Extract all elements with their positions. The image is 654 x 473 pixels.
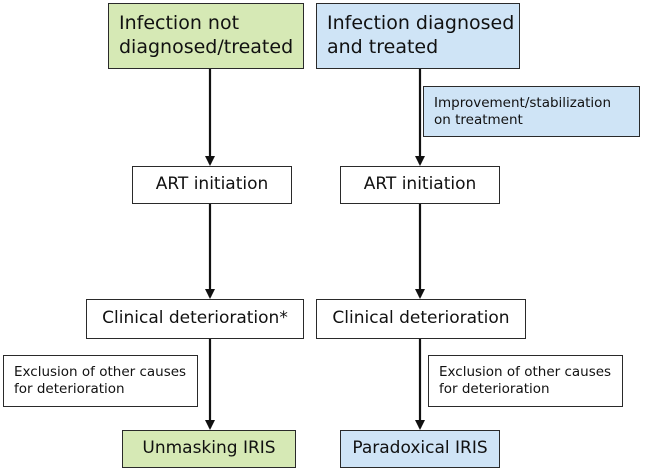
start-box-diagnosed-treated-label: Infection diagnosed and treated xyxy=(327,12,515,58)
exclusion-box-right: Exclusion of other causes for deteriorat… xyxy=(428,355,623,407)
paradoxical-iris-label: Paradoxical IRIS xyxy=(352,438,488,459)
clinical-deterioration-label-left: Clinical deterioration* xyxy=(102,308,288,329)
clinical-deterioration-box-right: Clinical deterioration xyxy=(316,299,526,339)
clinical-deterioration-box-left: Clinical deterioration* xyxy=(86,299,304,339)
unmasking-iris-label: Unmasking IRIS xyxy=(142,438,276,459)
exclusion-label-right: Exclusion of other causes for deteriorat… xyxy=(439,364,612,397)
unmasking-iris-box: Unmasking IRIS xyxy=(122,430,296,468)
exclusion-box-left: Exclusion of other causes for deteriorat… xyxy=(3,355,198,407)
start-box-not-diagnosed: Infection not diagnosed/treated xyxy=(108,3,304,69)
clinical-deterioration-label-right: Clinical deterioration xyxy=(332,308,510,329)
art-initiation-box-right: ART initiation xyxy=(340,166,500,204)
exclusion-label-left: Exclusion of other causes for deteriorat… xyxy=(14,364,187,397)
improvement-label: Improvement/stabilization on treatment xyxy=(434,94,612,128)
art-initiation-box-left: ART initiation xyxy=(132,166,292,204)
paradoxical-iris-box: Paradoxical IRIS xyxy=(340,430,500,468)
art-initiation-label-right: ART initiation xyxy=(363,174,477,195)
start-box-diagnosed-treated: Infection diagnosed and treated xyxy=(316,3,520,69)
art-initiation-label-left: ART initiation xyxy=(155,174,269,195)
start-box-not-diagnosed-label: Infection not diagnosed/treated xyxy=(119,12,294,58)
improvement-box: Improvement/stabilization on treatment xyxy=(423,86,640,137)
